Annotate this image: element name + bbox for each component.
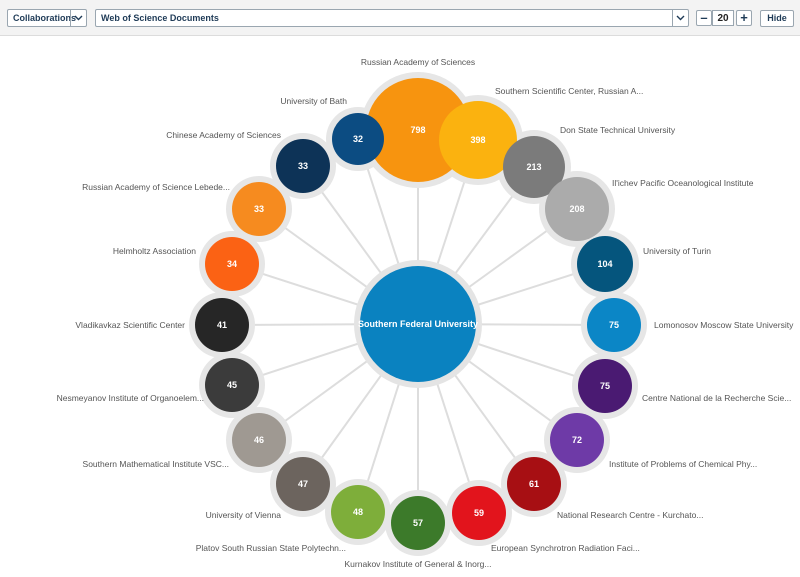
collaborator-node[interactable]: 72 [550,413,604,467]
node-circle[interactable] [577,236,633,292]
node-circle[interactable] [332,113,384,165]
node-value: 45 [227,380,237,390]
node-circle[interactable] [507,457,561,511]
node-label: University of Bath [280,96,347,106]
collaborator-node[interactable]: 57 [391,496,445,550]
node-value: 59 [474,508,484,518]
collaborator-nodes: 798 398 213 208 104 75 75 72 61 59 57 48 47 46 45 41 34 3… [195,78,641,550]
collaborator-node[interactable]: 59 [452,486,506,540]
collaborator-node[interactable]: 61 [507,457,561,511]
toolbar: Collaborations Web of Science Documents … [0,0,800,36]
chevron-down-icon[interactable] [70,10,86,26]
plus-icon: + [740,10,748,25]
node-value: 213 [526,162,541,172]
collaboration-network: Southern Federal University 798 398 213 208… [57,57,795,569]
collaborator-node[interactable]: 34 [205,237,259,291]
node-circle[interactable] [587,298,641,352]
node-value: 72 [572,435,582,445]
decrease-button[interactable]: – [696,10,712,26]
collaborator-node[interactable]: 104 [577,236,633,292]
node-value: 75 [609,320,619,330]
node-value: 398 [470,135,485,145]
node-value: 75 [600,381,610,391]
node-label: Institute of Problems of Chemical Phy... [609,459,757,469]
view-select-value: Collaborations [13,13,77,23]
collaborator-node[interactable]: 46 [232,413,286,467]
node-label: Kurnakov Institute of General & Inorg... [345,559,492,569]
node-circle[interactable] [195,298,249,352]
node-value: 798 [410,125,425,135]
node-label: Platov South Russian State Polytechn... [196,543,346,553]
node-circle[interactable] [391,496,445,550]
collaborator-node[interactable]: 33 [276,139,330,193]
node-circle[interactable] [550,413,604,467]
node-value: 48 [353,507,363,517]
collaborator-node[interactable]: 41 [195,298,249,352]
node-label: Il'ichev Pacific Oceanological Institute [612,178,754,188]
node-label: Lomonosov Moscow State University [654,320,794,330]
node-label: Russian Academy of Science Lebede... [82,182,230,192]
node-value: 61 [529,479,539,489]
center-node-label: Southern Federal University [358,319,478,329]
collaborator-node[interactable]: 48 [331,485,385,539]
node-value: 104 [597,259,612,269]
minus-icon: – [700,10,708,25]
node-circle[interactable] [331,485,385,539]
node-label: European Synchrotron Radiation Faci... [491,543,640,553]
collaborator-node[interactable]: 208 [545,177,609,241]
node-circle[interactable] [232,413,286,467]
collaborator-node[interactable]: 75 [578,359,632,413]
collaborator-node[interactable]: 45 [205,358,259,412]
node-label: Centre National de la Recherche Scie... [642,393,791,403]
count-input[interactable] [712,10,734,26]
collaborator-node[interactable]: 33 [232,182,286,236]
view-select[interactable]: Collaborations [7,9,87,27]
node-label: University of Vienna [206,510,282,520]
node-label: Helmholtz Association [113,246,196,256]
node-value: 32 [353,134,363,144]
node-label: Southern Mathematical Institute VSC... [83,459,229,469]
node-value: 33 [298,161,308,171]
node-label: Russian Academy of Sciences [361,57,475,67]
node-value: 33 [254,204,264,214]
node-value: 46 [254,435,264,445]
collaborator-node[interactable]: 75 [587,298,641,352]
node-label: Chinese Academy of Sciences [166,130,281,140]
node-circle[interactable] [452,486,506,540]
node-value: 34 [227,259,237,269]
node-circle[interactable] [439,101,517,179]
node-circle[interactable] [276,139,330,193]
node-label: Nesmeyanov Institute of Organoelem... [57,393,204,403]
collaborator-node[interactable]: 398 [439,101,517,179]
node-label: Southern Scientific Center, Russian A... [495,86,643,96]
node-label: Vladikavkaz Scientific Center [75,320,185,330]
node-circle[interactable] [276,457,330,511]
increase-button[interactable]: + [736,10,752,26]
chevron-down-icon[interactable] [672,10,688,26]
node-circle[interactable] [205,358,259,412]
source-select-value: Web of Science Documents [101,13,219,23]
center-node-circle[interactable] [360,266,476,382]
node-label: Don State Technical University [560,125,676,135]
node-circle[interactable] [205,237,259,291]
node-label: National Research Centre - Kurchato... [557,510,703,520]
node-circle[interactable] [545,177,609,241]
center-node[interactable]: Southern Federal University [354,260,482,388]
hide-button[interactable]: Hide [760,10,794,27]
node-value: 47 [298,479,308,489]
node-circle[interactable] [503,136,565,198]
collaborator-node[interactable]: 32 [332,113,384,165]
node-value: 41 [217,320,227,330]
node-label: University of Turin [643,246,711,256]
source-select[interactable]: Web of Science Documents [95,9,689,27]
node-circle[interactable] [232,182,286,236]
collaborator-node[interactable]: 213 [503,136,565,198]
node-value: 57 [413,518,423,528]
collaborator-node[interactable]: 47 [276,457,330,511]
node-circle[interactable] [578,359,632,413]
node-value: 208 [569,204,584,214]
